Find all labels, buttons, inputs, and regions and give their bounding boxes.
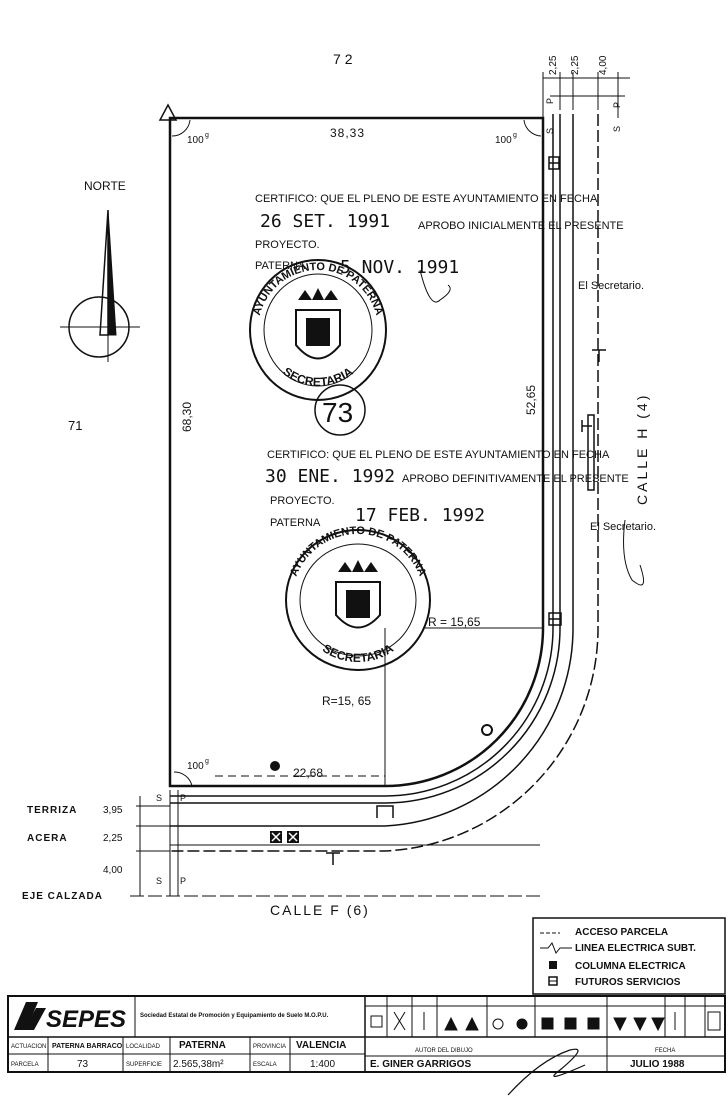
autor-value: E. GINER GARRIGOS bbox=[370, 1059, 471, 1070]
cert2-signature: El Secretario. bbox=[590, 521, 656, 533]
street-markers bbox=[326, 156, 606, 865]
sp-bottom-s1: S bbox=[156, 793, 162, 803]
sp-top-s2: S bbox=[612, 126, 622, 132]
cert1-line1: CERTIFICO: QUE EL PLENO DE ESTE AYUNTAMI… bbox=[255, 193, 598, 205]
signature-scribble bbox=[507, 1048, 586, 1096]
dim-left: 68,30 bbox=[180, 402, 194, 432]
certificate-definitive: CERTIFICO: QUE EL PLENO DE ESTE AYUNTAMI… bbox=[265, 449, 656, 533]
corner-angle-tr: 100 g bbox=[495, 132, 517, 146]
parcela-value: 73 bbox=[77, 1059, 89, 1070]
actuacion-label: ACTUACION bbox=[11, 1044, 46, 1050]
title-block bbox=[7, 995, 726, 1073]
legend: ACCESO PARCELA LINEA ELECTRICA SUBT. COL… bbox=[532, 917, 726, 995]
title-block-icons bbox=[370, 1011, 721, 1032]
eje-calzada-label: EJE CALZADA bbox=[22, 891, 103, 902]
localidad-label: LOCALIDAD bbox=[126, 1044, 161, 1050]
cert2-place: PATERNA bbox=[270, 517, 321, 529]
svg-text:73: 73 bbox=[322, 397, 353, 428]
provincia-value: VALENCIA bbox=[296, 1040, 346, 1051]
parcela-label: PARCELA bbox=[11, 1062, 39, 1068]
legend-acceso: ACCESO PARCELA bbox=[575, 927, 668, 938]
svg-text:g: g bbox=[513, 132, 517, 139]
terraza-label: TERRIZA bbox=[27, 805, 77, 816]
cert2-line1: CERTIFICO: QUE EL PLENO DE ESTE AYUNTAMI… bbox=[267, 449, 610, 461]
future-services-icons bbox=[270, 831, 299, 843]
parcel-outline bbox=[168, 116, 545, 788]
legend-linea: LINEA ELECTRICA SUBT. bbox=[575, 943, 696, 954]
sp-top-s: S bbox=[545, 128, 555, 134]
svg-text:g: g bbox=[205, 132, 209, 139]
superficie-label: SUPERFICIE bbox=[126, 1062, 162, 1068]
top-right-dimensions bbox=[542, 72, 630, 118]
sp-top-p2: P bbox=[612, 102, 622, 108]
street-name-bottom: CALLE F (6) bbox=[270, 902, 370, 918]
legend-futuros: FUTUROS SERVICIOS bbox=[575, 977, 681, 988]
provincia-label: PROVINCIA bbox=[253, 1044, 286, 1050]
escala-value: 1:400 bbox=[310, 1059, 335, 1070]
svg-text:NORTE: NORTE bbox=[84, 179, 126, 193]
sepes-logo: SEPES bbox=[14, 1002, 126, 1033]
fecha-value: JULIO 1988 bbox=[630, 1059, 685, 1070]
corner-angle-bl: 100 g bbox=[173, 758, 209, 787]
plot-number-top: 72 bbox=[333, 51, 357, 67]
acera-value: 2,25 bbox=[103, 833, 123, 844]
cert2-date: 30 ENE. 1992 bbox=[265, 466, 395, 487]
dim-top-right-1: 2,25 bbox=[548, 55, 559, 75]
svg-text:100: 100 bbox=[187, 761, 204, 772]
cross-section-dimensions: S P S P bbox=[130, 790, 540, 897]
street-lines bbox=[170, 114, 599, 852]
autor-label: AUTOR DEL DIBUJO bbox=[415, 1048, 473, 1054]
cert1-line3: PROYECTO. bbox=[255, 239, 320, 251]
coat-of-arms-icon bbox=[335, 581, 381, 629]
superficie-value: 2.565,38m² bbox=[173, 1059, 224, 1070]
corner-triangle-icon bbox=[158, 103, 178, 121]
sp-bottom-p2: P bbox=[180, 876, 186, 886]
escala-label: ESCALA bbox=[253, 1062, 277, 1068]
corner-arc-tr bbox=[523, 119, 542, 137]
cert2-place-date: 17 FEB. 1992 bbox=[355, 505, 485, 526]
svg-text:100: 100 bbox=[495, 135, 512, 146]
radius-inner: R=15, 65 bbox=[322, 694, 371, 708]
coat-of-arms-icon bbox=[295, 309, 341, 360]
legend-columna: COLUMNA ELECTRICA bbox=[575, 961, 686, 972]
cert1-date: 26 SET. 1991 bbox=[260, 211, 390, 232]
manhole-icon bbox=[270, 761, 280, 771]
plot-number-left: 71 bbox=[68, 418, 82, 433]
dim-bottom: 22,68 bbox=[293, 766, 323, 780]
cert2-line2: APROBO DEFINITIVAMENTE EL PRESENTE bbox=[402, 473, 629, 485]
dim-top-right-3: 4,00 bbox=[598, 55, 609, 75]
sp-bottom-p1: P bbox=[180, 793, 186, 803]
seal-2: AYUNTAMIENTO DE PATERNA SECRETARIA bbox=[285, 519, 645, 671]
north-arrow: NORTE bbox=[60, 179, 140, 362]
dim-top-right-2: 2,25 bbox=[570, 55, 581, 75]
svg-text:SEPES: SEPES bbox=[46, 1006, 126, 1033]
dim-right: 52,65 bbox=[524, 385, 538, 415]
svg-text:g: g bbox=[205, 758, 209, 765]
corner-angle-tl: 100 g bbox=[187, 132, 209, 146]
street-name-right: CALLE H (4) bbox=[634, 393, 650, 505]
svg-text:100: 100 bbox=[187, 135, 204, 146]
corner-arc-tl bbox=[171, 119, 191, 137]
org-name: Sociedad Estatal de Promoción y Equipami… bbox=[140, 1013, 329, 1019]
sp-top-p: P bbox=[545, 98, 555, 104]
localidad-value: PATERNA bbox=[179, 1040, 226, 1051]
cert1-line2: APROBO INICIALMENTE EL PRESENTE bbox=[418, 220, 624, 232]
actuacion-value: PATERNA BARRACO bbox=[52, 1043, 123, 1050]
acera-label: ACERA bbox=[27, 833, 68, 844]
dim-top: 38,33 bbox=[330, 126, 365, 140]
fecha-label: FECHA bbox=[655, 1048, 675, 1054]
electric-point-icon bbox=[481, 724, 493, 736]
radius-outer: R = 15,65 bbox=[428, 615, 481, 629]
seal-1: AYUNTAMIENTO DE PATERNA SECRETARIA bbox=[249, 259, 451, 401]
calzada-value: 4,00 bbox=[103, 865, 123, 876]
terraza-value: 3,95 bbox=[103, 805, 123, 816]
cert1-place-date: 5 NOV. 1991 bbox=[340, 257, 459, 278]
sp-bottom-s2: S bbox=[156, 876, 162, 886]
cert1-place: PATERNA bbox=[255, 260, 306, 272]
parcel-number-badge: 73 bbox=[314, 384, 366, 436]
certificate-initial: CERTIFICO: QUE EL PLENO DE ESTE AYUNTAMI… bbox=[255, 193, 644, 292]
cert1-signature: El Secretario. bbox=[578, 280, 644, 292]
cert2-line3: PROYECTO. bbox=[270, 495, 335, 507]
